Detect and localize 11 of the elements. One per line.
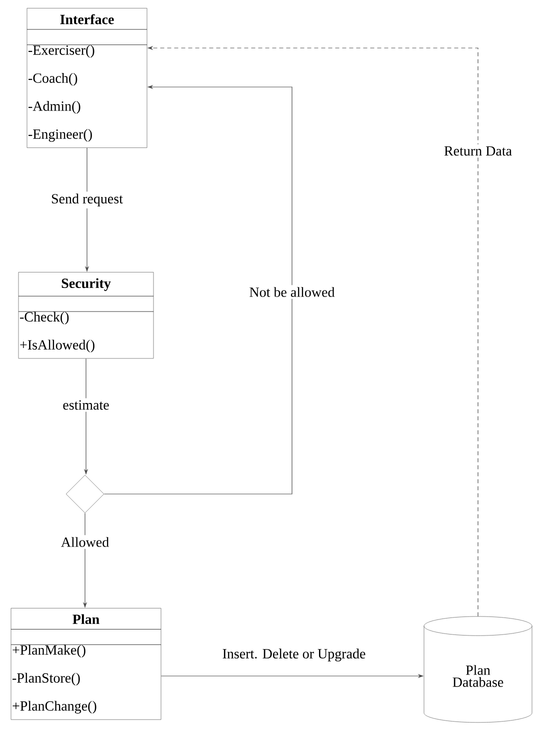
edge-label: Not be allowed (247, 285, 337, 299)
edge-label: Allowed (58, 535, 112, 549)
edge-label: estimate (60, 398, 112, 412)
class-box: Interface -Exerciser() -Coach() -Admin() -Engineer() (26, 8, 148, 148)
edge-label: Send request (49, 192, 125, 208)
edge-label: Insert. Delete or Upgrade (220, 646, 368, 664)
database-cylinder: Plan Database (424, 616, 532, 723)
class-box: Plan +PlanMake() -PlanStore() +PlanChange() (10, 608, 162, 720)
class-box: Security -Check() +IsAllowed() (18, 272, 154, 359)
edge-label: Return Data (442, 144, 514, 158)
decision-diamond (66, 474, 104, 514)
